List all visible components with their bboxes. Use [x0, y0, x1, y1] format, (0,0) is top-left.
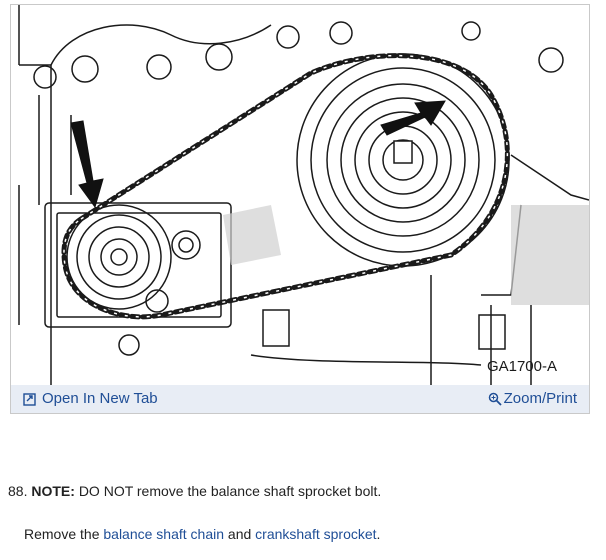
instruction-prefix: Remove the	[24, 526, 100, 542]
instruction-line: Remove the balance shaft chain and crank…	[24, 526, 380, 542]
figure-code: GA1700-A	[487, 358, 557, 375]
zoom-print-link[interactable]: Zoom/Print	[488, 390, 577, 407]
balance-shaft-chain-link[interactable]: balance shaft chain	[103, 526, 225, 542]
magnifier-icon	[488, 392, 502, 406]
open-in-new-tab-icon	[23, 392, 36, 406]
balance-shaft-diagram: GA1700-A	[18, 5, 589, 385]
figure-frame: GA1700-A Open In New Tab Zoom/Print	[10, 4, 590, 414]
instruction-suffix: .	[376, 526, 381, 542]
open-in-new-tab-label: Open In New Tab	[42, 390, 158, 407]
instruction-middle: and	[227, 526, 252, 542]
open-in-new-tab-link[interactable]: Open In New Tab	[23, 390, 158, 407]
figure-toolbar: Open In New Tab Zoom/Print	[11, 385, 589, 413]
step-number: 88.	[8, 483, 28, 499]
note-label: NOTE:	[31, 483, 75, 499]
crankshaft-sprocket-link[interactable]: crankshaft sprocket	[255, 526, 377, 542]
step-note: 88. NOTE: DO NOT remove the balance shaf…	[8, 483, 381, 499]
note-text: DO NOT remove the balance shaft sprocket…	[78, 483, 382, 499]
zoom-print-label: Zoom/Print	[503, 390, 577, 407]
